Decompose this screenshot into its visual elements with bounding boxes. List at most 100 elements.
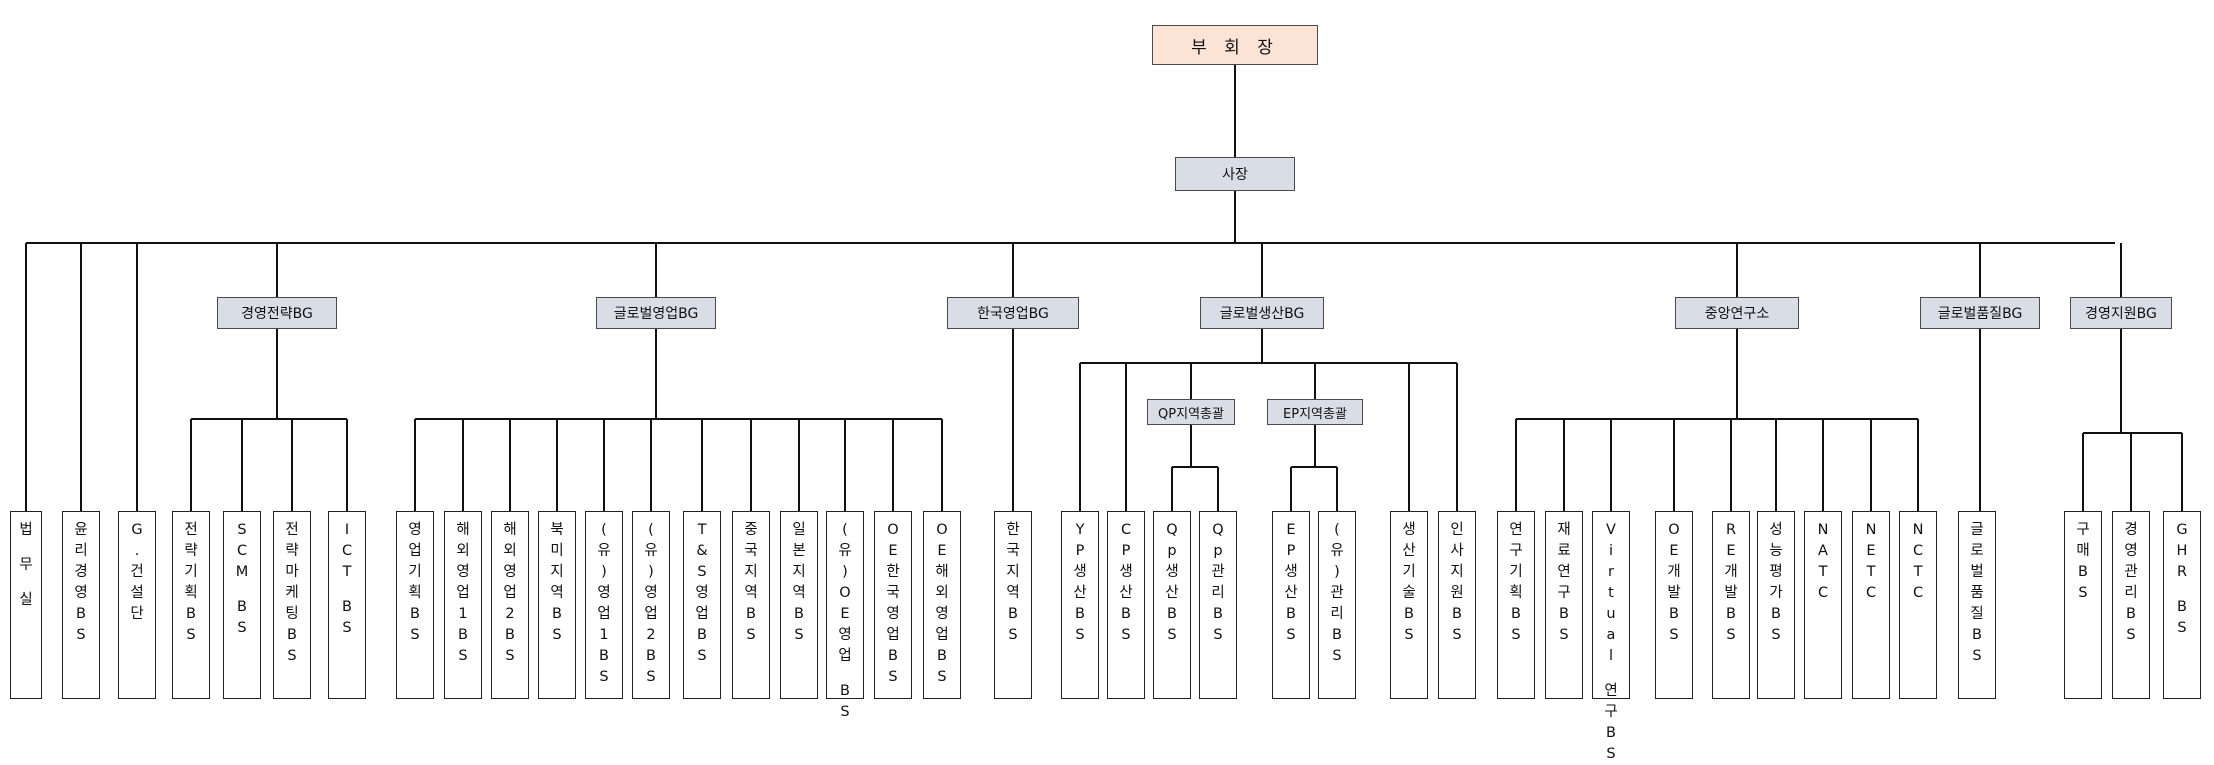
connector-lines [25,65,2183,511]
bg-global-sales-box[interactable]: 글로벌영업BG [596,297,716,329]
bg-global-production-box[interactable]: 글로벌생산BG [1200,297,1324,329]
qp-region-box[interactable]: QP지역총괄 [1147,399,1235,425]
central-research-box[interactable]: 중앙연구소 [1675,297,1799,329]
president-label: 사장 [1222,167,1248,183]
bg-korea-sales-label: 한국영업BG [977,306,1049,322]
vice-chairman-label: 부 회 장 [1191,37,1279,58]
bg-global-quality-box[interactable]: 글로벌품질BG [1920,297,2040,329]
vice-chairman-box[interactable]: 부 회 장 [1152,25,1318,65]
qp-region-label: QP지역총괄 [1158,406,1224,422]
bg-global-sales-label: 글로벌영업BG [613,306,699,322]
org-chart [25,65,2183,511]
central-research-label: 중앙연구소 [1704,306,1770,322]
bg-management-support-box[interactable]: 경영지원BG [2070,297,2172,329]
ep-region-label: EP지역총괄 [1283,406,1347,422]
bg-global-production-label: 글로벌생산BG [1219,306,1305,322]
ep-region-box[interactable]: EP지역총괄 [1267,399,1363,425]
president-box[interactable]: 사장 [1175,157,1295,191]
bg-global-quality-label: 글로벌품질BG [1937,306,2023,322]
bg-strategy-box[interactable]: 경영전략BG [217,297,337,329]
bg-korea-sales-box[interactable]: 한국영업BG [947,297,1079,329]
bg-strategy-label: 경영전략BG [241,306,313,322]
